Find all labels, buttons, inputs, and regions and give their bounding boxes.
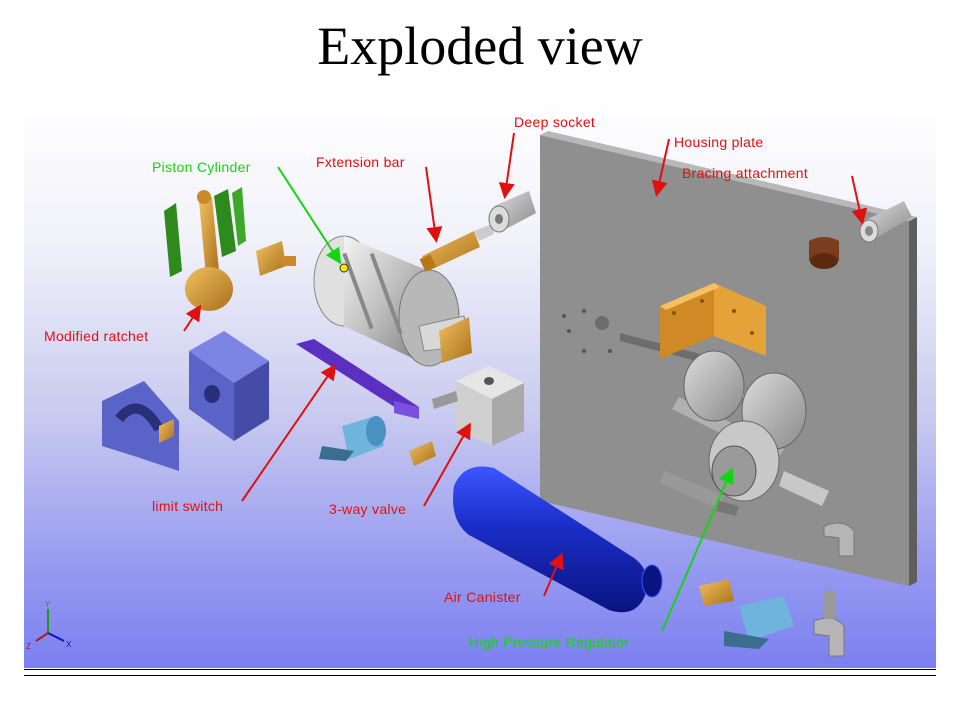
exploded-assembly-drawing: Y X Z (26, 131, 917, 657)
piston-cylinder (313, 235, 472, 367)
blue-saddle-mount (102, 381, 179, 471)
label-air-canister: Air Canister (444, 589, 521, 605)
axis-z-label: Z (26, 642, 31, 651)
cad-viewport[interactable]: Y X Z Deep socket Housing plate Piston C… (24, 101, 936, 668)
elbow-fitting-grey (813, 522, 855, 657)
brass-connector (256, 241, 296, 276)
label-bracing-attachment: Bracing attachment (682, 165, 809, 181)
leader-modified-ratchet (183, 304, 202, 332)
label-housing-plate: Housing plate (674, 134, 764, 150)
label-three-way-valve: 3-way valve (329, 501, 407, 517)
three-way-valve (432, 366, 524, 446)
label-limit-switch: limit switch (152, 498, 224, 514)
bottom-rule (24, 669, 936, 670)
leader-air-canister (543, 552, 564, 597)
label-deep-socket: Deep socket (514, 114, 596, 130)
blue-mount-block (189, 331, 269, 441)
page-title: Exploded view (317, 16, 643, 76)
bracing-attachment (859, 201, 912, 243)
leader-extension-bar (425, 166, 443, 243)
modified-ratchet (164, 187, 246, 311)
elbow-fitting-brown (809, 237, 839, 269)
leader-high-pressure-regulator (661, 467, 734, 632)
leader-housing-plate (651, 138, 670, 197)
bottom-rule-secondary (24, 675, 936, 676)
deep-socket (488, 191, 536, 233)
label-piston-cylinder: Piston Cylinder (152, 159, 251, 175)
ball-valve (319, 416, 436, 466)
leader-piston-cylinder (277, 166, 342, 265)
leader-three-way-valve (423, 422, 471, 507)
axis-triad: Y X Z (26, 600, 72, 651)
label-high-pressure-regulator: High Pressure Regulator (469, 634, 630, 650)
air-canister (453, 466, 663, 613)
axis-y-label: Y (45, 600, 51, 609)
extension-bar (419, 224, 494, 272)
leader-deep-socket (498, 132, 515, 199)
leader-limit-switch (241, 363, 337, 502)
label-modified-ratchet: Modified ratchet (44, 328, 149, 344)
label-extension-bar: Fxtension bar (316, 154, 405, 170)
l-bracket (660, 283, 766, 359)
ball-valve-lower (724, 596, 794, 649)
leader-bracing-attachment (851, 175, 868, 225)
callout-leaders (183, 132, 868, 632)
axis-x-label: X (66, 640, 72, 649)
brass-fitting (699, 579, 734, 606)
limit-switch (296, 339, 419, 419)
